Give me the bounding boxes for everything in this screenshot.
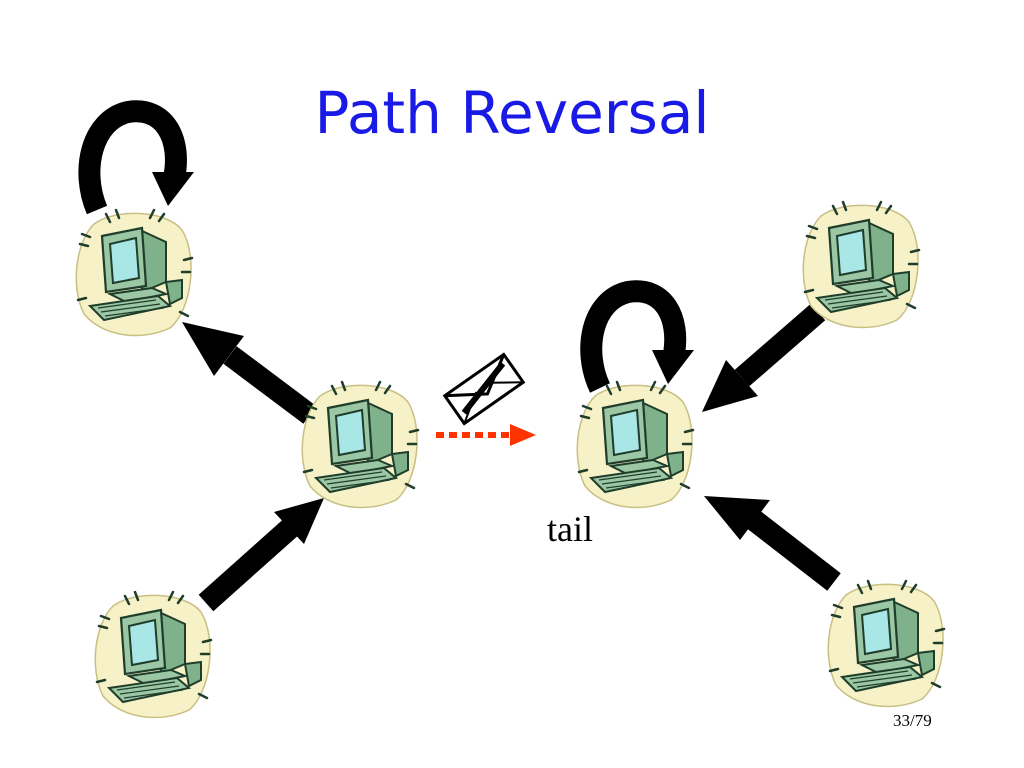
page-number: 33/79	[893, 711, 932, 730]
self-loop-arrow-icon	[580, 280, 694, 393]
computer-icon	[576, 380, 695, 509]
arrow-topright-to-tail	[702, 303, 826, 412]
arrow-center-to-topleft	[182, 322, 317, 424]
slide-title: Path Reversal	[314, 79, 710, 147]
computer-icon	[802, 200, 921, 329]
computer-icon	[301, 380, 420, 509]
arrow-bottomright-to-tail	[704, 496, 841, 591]
arrow-bottomleft-to-center	[198, 498, 324, 612]
self-loop-arrow-icon	[78, 100, 194, 215]
envelope-icon	[442, 352, 526, 426]
computer-icon	[94, 590, 213, 719]
tail-label: tail	[547, 509, 593, 549]
message-arrow	[436, 424, 536, 446]
computer-icon	[827, 579, 946, 708]
computer-icon	[75, 208, 194, 337]
